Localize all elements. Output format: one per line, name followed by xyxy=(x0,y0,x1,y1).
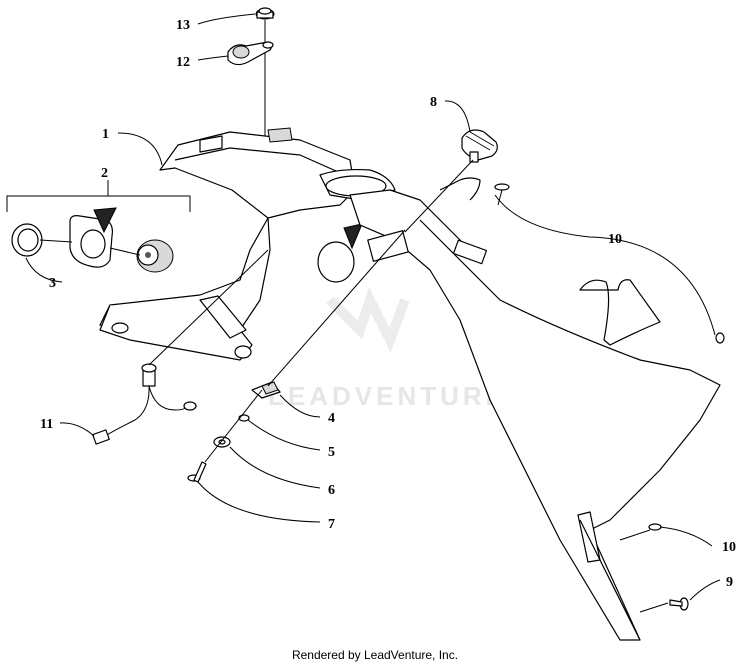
callout-4[interactable]: 4 xyxy=(328,411,335,426)
part-13-nut[interactable] xyxy=(255,7,275,20)
part-2-switch[interactable] xyxy=(136,239,174,273)
callout-7[interactable]: 7 xyxy=(328,517,335,532)
callout-13[interactable]: 13 xyxy=(176,18,190,33)
part-10-rivet-right[interactable] xyxy=(715,332,725,344)
part-11-harness[interactable] xyxy=(92,363,197,445)
watermark-text: LEADVENTURE xyxy=(268,381,507,411)
callout-9[interactable]: 9 xyxy=(726,575,733,590)
leader-4-to-housing xyxy=(267,229,406,387)
footer-credit: Rendered by LeadVenture, Inc. xyxy=(291,648,459,662)
group-bracket-line xyxy=(6,195,191,212)
callout-8[interactable]: 8 xyxy=(430,95,437,110)
part-2-bracket-group xyxy=(6,195,191,212)
axis-line-a xyxy=(39,239,73,243)
part-2-clip[interactable] xyxy=(69,207,117,268)
part-10-screw-bottom[interactable] xyxy=(619,523,662,541)
callout-3[interactable]: 3 xyxy=(49,276,56,291)
part-9-screw[interactable] xyxy=(639,597,689,613)
part-10-screw-top[interactable] xyxy=(494,183,510,206)
callout-2[interactable]: 2 xyxy=(101,166,108,181)
leader-harness-axis xyxy=(148,249,269,366)
callout-6[interactable]: 6 xyxy=(328,483,335,498)
axis-line-bolt xyxy=(204,389,263,463)
part-5-washer[interactable] xyxy=(238,414,250,422)
leader-lines xyxy=(25,13,721,601)
callout-5[interactable]: 5 xyxy=(328,445,335,460)
watermark: LEADVENTURE xyxy=(268,286,507,411)
callout-1[interactable]: 1 xyxy=(102,127,109,142)
part-3-ring[interactable] xyxy=(11,223,43,257)
part-1-housing[interactable] xyxy=(99,127,396,361)
callout-labels: 13 12 8 1 2 10 3 4 11 5 6 7 10 9 xyxy=(40,18,736,590)
callout-12[interactable]: 12 xyxy=(176,55,190,70)
part-6-washer[interactable] xyxy=(213,436,231,448)
part-12-clip[interactable] xyxy=(227,41,274,66)
part-8-knob[interactable] xyxy=(461,129,498,163)
fender xyxy=(349,177,721,641)
callout-10-top[interactable]: 10 xyxy=(608,232,622,247)
callout-11[interactable]: 11 xyxy=(40,417,53,432)
callout-10-bottom[interactable]: 10 xyxy=(722,540,736,555)
axis-line-b xyxy=(109,247,141,256)
part-7-bolt[interactable] xyxy=(187,461,207,483)
